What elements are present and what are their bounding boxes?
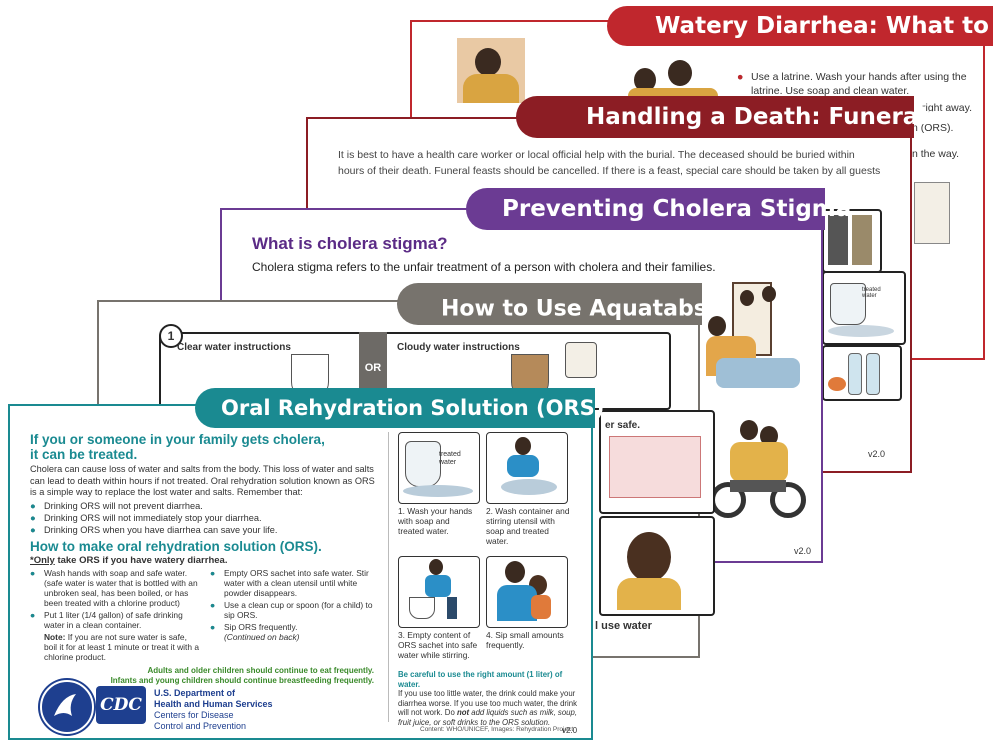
ors-version: v2.0 [562,726,578,735]
ors-step: ●Empty ORS sachet into safe water. Stir … [210,568,378,598]
ors-continued: (Continued on back) [224,631,300,642]
ors-step: ●Wash hands with soap and safe water. (s… [30,568,202,608]
ors-credit: Content: WHO/UNICEF, Images: Rehydration… [420,726,574,733]
house-illustration [914,182,950,244]
title-ors: Oral Rehydration Solution (ORS) [195,388,604,428]
aquatabs-panel-safe: er safe. [599,410,715,514]
cloudy-water-label: Cloudy water instructions [397,342,520,353]
stigma-illustration-motorbike [710,420,806,530]
hhs-cdc-text: U.S. Department of Health and Human Serv… [154,688,273,731]
funeral-panel-doors [822,209,882,273]
jug-label: treated water [862,287,881,299]
clear-water-label: Clear water instructions [177,342,291,353]
ors-bullet: ●Drinking ORS when you have diarrhea can… [30,524,378,536]
ors-bullets: ●Drinking ORS will not prevent diarrhea.… [30,500,378,536]
ors-step2-image [486,432,568,504]
title-stigma: Preventing Cholera Stigma [466,188,851,230]
ors-careful-note: Be careful to use the right amount (1 li… [398,670,577,727]
use-water-fragment: l use water [595,620,652,632]
ors-heading-2: How to make oral rehydration solution (O… [30,538,322,554]
ors-note: Note: If you are not sure water is safe,… [44,631,200,662]
ors-step1-image: treated water [398,432,480,504]
cdc-logo-text: CDC [100,695,142,715]
stigma-body: Cholera stigma refers to the unfair trea… [252,260,716,274]
ors-caption-1: 1. Wash your hands with soap and treated… [398,506,473,536]
cdc-logo: CDC [96,686,146,724]
or-label: OR [364,362,382,374]
latrine-illustration [457,38,525,103]
ors-caption-3: 3. Empty content of ORS sachet into safe… [398,630,478,660]
watery-fragment-way: n the way. [912,148,960,160]
jug-label: treated water [439,451,461,466]
pitcher-icon [565,342,597,378]
step-number: 1 [159,324,183,348]
ors-divider [388,432,389,722]
ors-bullet: ●Drinking ORS will not immediately stop … [30,512,378,524]
title-aquatabs: How to Use Aquatabs* [397,283,713,325]
stigma-version: v2.0 [794,546,812,556]
ors-heading-1: If you or someone in your family gets ch… [30,432,325,462]
title-funerals: Handling a Death: Funerals [516,96,940,138]
hhs-seal-logo [40,680,94,734]
ors-steps: ●Wash hands with soap and safe water. (s… [30,568,378,668]
ors-caption-2: 2. Wash container and stirring utensil w… [486,506,570,546]
ors-step3-image [398,556,480,628]
ors-step: ●Put 1 liter (1/4 gallon) of safe drinki… [30,610,202,630]
watery-text-1: ●Use a latrine. Wash your hands after us… [737,70,977,98]
stigma-illustration-doorway [706,282,806,390]
title-watery-diarrhea: Watery Diarrhea: What to Do [607,6,1000,46]
card-ors: If you or someone in your family gets ch… [8,404,593,740]
funeral-panel-washing: treated water [822,271,906,345]
safe-fragment: er safe. [605,420,641,431]
ors-step4-image [486,556,568,628]
funeral-version: v2.0 [868,449,886,459]
ors-green-note: Adults and older children should continu… [110,665,374,685]
aquatabs-title-text: How to Use Aquatabs [441,296,707,322]
aquatabs-title-mark: * [706,297,713,310]
stigma-heading: What is cholera stigma? [252,234,448,253]
watery-fragment-ors: n (ORS). [912,122,953,134]
ors-intro: Cholera can cause loss of water and salt… [30,464,375,497]
funeral-intro: It is best to have a health care worker … [338,149,881,177]
ors-step: ●Sip ORS frequently. [210,622,378,632]
ors-only-line: *Only take ORS if you have watery diarrh… [30,554,228,566]
ors-bullet: ●Drinking ORS will not prevent diarrhea. [30,500,378,512]
ors-caption-4: 4. Sip small amounts frequently. [486,630,564,650]
aquatabs-panel-woman [599,516,715,616]
ors-left-column: If you or someone in your family gets ch… [30,432,378,686]
watery-fragment-right-away: right away. [922,102,972,114]
funeral-panel-bottles [822,345,902,401]
ors-step: ●Use a clean cup or spoon (for a child) … [210,600,378,620]
